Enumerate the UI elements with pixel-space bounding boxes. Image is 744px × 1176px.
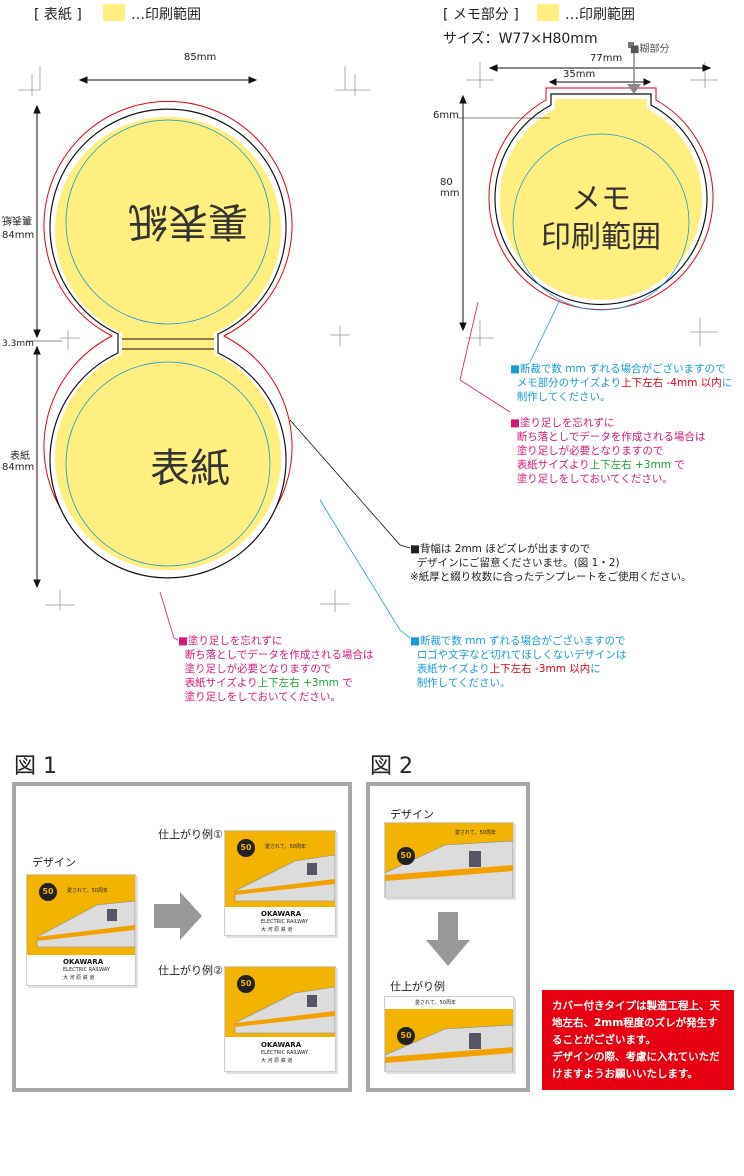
spine-note: ■背幅は 2mm ほどズレが出ますので デザインにご留意くださいませ。(図 1・…	[410, 543, 692, 583]
print-area-swatch-cover	[103, 4, 125, 21]
crop-marks-cover	[18, 62, 718, 612]
cover-trim-note: ■断裁で数 mm ずれる場合がございますので ロゴや文字など切れてほしくないデザ…	[410, 635, 627, 689]
back-cover-label: 裏表紙	[2, 214, 32, 225]
fig1-result1-pad: 50 愛されて、50周年 OKAWARA ELECTRIC RAILWAY 大 …	[224, 830, 336, 936]
memo-legend: …印刷範囲	[565, 7, 635, 23]
memo-bleed-note: ■塗り足しを忘れずに 断ち落としでデータを作成される場合は 塗り足しが必要となり…	[510, 417, 706, 485]
arrow-right-icon	[154, 892, 202, 940]
fig2-result-label: 仕上がり例	[390, 980, 445, 993]
memo-trim-note: ■断裁で数 mm ずれる場合がございますので メモ部分のサイズより上下左右 -4…	[510, 363, 733, 403]
fig1-result1-label: 仕上がり例①	[158, 828, 223, 841]
cover-shift-warning: カバー付きタイプは製造工程上、天 地左右、2mm程度のズレが発生す ることがござ…	[542, 990, 734, 1090]
arrow-down-icon	[426, 912, 470, 966]
memo-tab-label: 35mm	[563, 69, 596, 80]
fig1-design-pad: 50 愛されて、50周年 OKAWARA ELECTRIC RAILWAY 大 …	[26, 874, 136, 986]
front-cover-dim: 84mm	[2, 462, 35, 473]
fig2-box	[366, 782, 530, 1092]
cover-width-label: 85mm	[184, 52, 217, 63]
fig1-design-label: デザイン	[32, 856, 76, 869]
front-cover-label: 表紙	[10, 451, 30, 462]
fig1-result2-pad: 50 OKAWARA ELECTRIC RAILWAY 大 河 原 鉄 道	[224, 966, 336, 1072]
memo-tab-height: 6mm	[433, 110, 459, 121]
fig2-result-pad: 愛されて、50周年 50	[384, 996, 514, 1072]
memo-text-line1: メモ	[571, 182, 631, 217]
memo-height-num: 80	[440, 177, 453, 188]
print-area-swatch-memo	[537, 4, 559, 21]
memo-width-label: 77mm	[590, 53, 623, 64]
fig1-result2-label: 仕上がり例②	[158, 964, 223, 977]
memo-section-label: [ メモ部分 ]	[443, 7, 519, 23]
spine-dim: 3.3mm	[2, 339, 34, 349]
fig2-design-pad: 愛されて、50周年 50	[384, 822, 514, 898]
cover-bleed-note: ■塗り足しを忘れずに 断ち落としでデータを作成される場合は 塗り足しが必要となり…	[178, 635, 374, 703]
front-cover-text: 表紙	[150, 446, 230, 492]
fig2-design-label: デザイン	[390, 808, 434, 821]
cover-section-label: [ 表紙 ]	[34, 7, 82, 23]
fig1-box	[12, 782, 352, 1092]
fig2-title: 図 2	[370, 754, 413, 779]
memo-text-line2: 印刷範囲	[541, 220, 661, 255]
back-cover-dim: 84mm	[2, 230, 35, 241]
cover-legend: …印刷範囲	[131, 7, 201, 23]
memo-height-unit: mm	[440, 188, 460, 199]
back-cover-text: 裏表紙	[128, 198, 248, 244]
fig1-title: 図 1	[14, 754, 57, 779]
template-drawing	[18, 42, 718, 641]
glue-label: ■糊部分	[630, 44, 670, 55]
memo-size: サイズ：W77×H80mm	[443, 31, 598, 47]
